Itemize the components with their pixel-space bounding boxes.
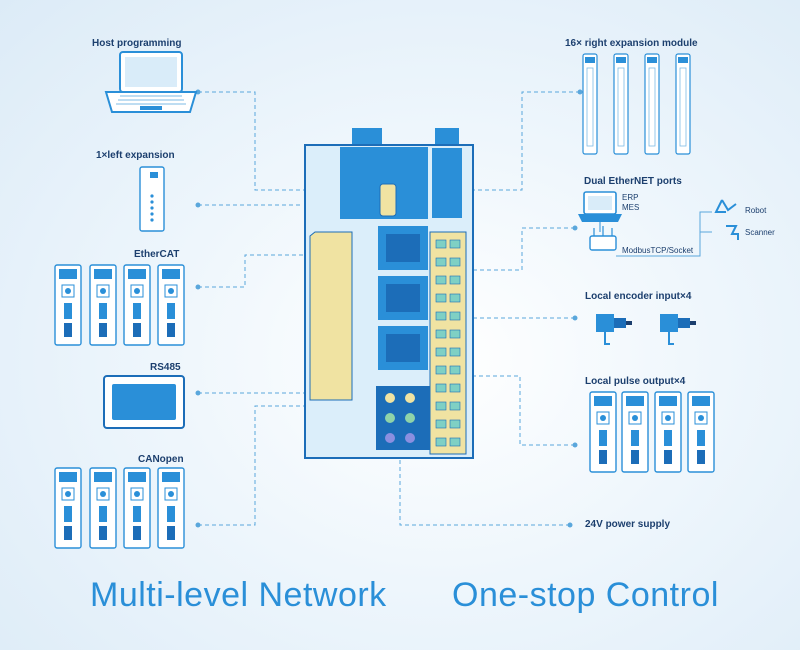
modbus-label: ModbusTCP/Socket (622, 246, 694, 255)
robot-label: Robot (745, 206, 767, 215)
controller-device (304, 128, 474, 459)
canopen-label: CANopen (138, 454, 184, 465)
right-expansion-modules-icon (582, 53, 691, 155)
rs485-label: RS485 (150, 362, 181, 373)
encoder-motors-icon (595, 313, 697, 345)
ethernet-network-icon (578, 191, 739, 257)
rs485-hmi-panel-icon (103, 375, 185, 429)
dual-ethernet-label: Dual EtherNET ports (584, 176, 682, 187)
ethercat-label: EtherCAT (134, 249, 180, 260)
encoder-input-label: Local encoder input×4 (585, 291, 692, 302)
left-expansion-label: 1×left expansion (96, 150, 175, 161)
host-programming-label: Host programming (92, 38, 182, 49)
laptop-icon (104, 51, 198, 113)
mes-label: MES (622, 203, 640, 212)
slogan-right: One-stop Control (452, 576, 719, 614)
power-supply-label: 24V power supply (585, 519, 671, 530)
slogan-left: Multi-level Network (90, 576, 387, 614)
ethercat-servo-drives-icon (54, 264, 185, 346)
canopen-servo-drives-icon (54, 467, 185, 549)
erp-label: ERP (622, 193, 639, 202)
scanner-label: Scanner (745, 228, 775, 237)
pulse-output-servo-drives-icon (589, 391, 715, 473)
connection-dots (195, 89, 583, 528)
right-expansion-label: 16× right expansion module (565, 38, 698, 49)
pulse-output-label: Local pulse output×4 (585, 376, 686, 387)
left-expansion-module-icon (139, 166, 165, 232)
